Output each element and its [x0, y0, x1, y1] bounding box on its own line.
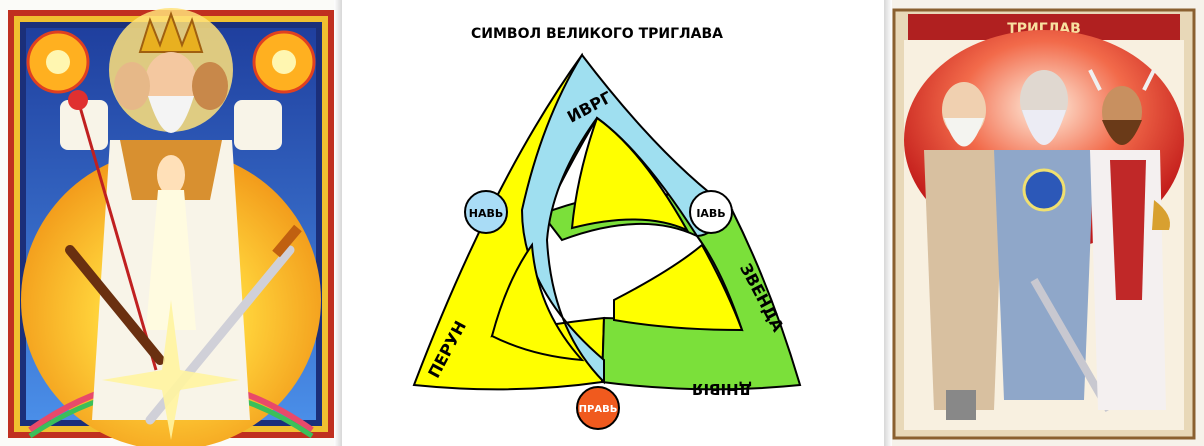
circle-prav: [576, 386, 620, 430]
crown-icon: [138, 11, 204, 53]
inner-top-leaf: [570, 116, 690, 233]
inner-left-leaf: [490, 242, 585, 362]
goblet-icon: [1152, 200, 1170, 230]
circle-prav-label: ПРАВЬ: [579, 404, 618, 415]
inner-right-leaf: [613, 243, 744, 332]
diagram-title: СИМВОЛ ВЕЛИКОГО ТРИГЛАВА: [471, 26, 723, 42]
left-illustration: [0, 0, 342, 446]
sword: [1030, 278, 1113, 412]
right-painting: ТРИГЛАВ: [884, 0, 1204, 446]
white-beard: [148, 96, 194, 133]
shield-emblem-icon: [1022, 168, 1066, 212]
arc-bottom-label: ДНІВІЯ: [692, 380, 752, 398]
staff: [76, 99, 158, 371]
club: [65, 245, 165, 365]
triglav-symbol: СИМВОЛ ВЕЛИКОГО ТРИГЛАВА ИВРГ ПЕРУН ЗВЕН…: [412, 26, 802, 430]
circle-nav: [464, 190, 508, 234]
circle-yav-label: ІАВЬ: [696, 207, 725, 220]
three-faced-god-picture: [8, 8, 334, 446]
three-warriors-picture: ТРИГЛАВ: [892, 8, 1196, 440]
circle-yav: [689, 190, 733, 234]
circle-nav-label: НАВЬ: [469, 207, 504, 220]
star-burst: [102, 300, 240, 440]
hammer-icon: [946, 390, 976, 420]
triglav-diagram: СИМВОЛ ВЕЛИКОГО ТРИГЛАВА ИВРГ ПЕРУН ЗВЕН…: [342, 0, 884, 446]
left-warrior: [924, 150, 1004, 410]
